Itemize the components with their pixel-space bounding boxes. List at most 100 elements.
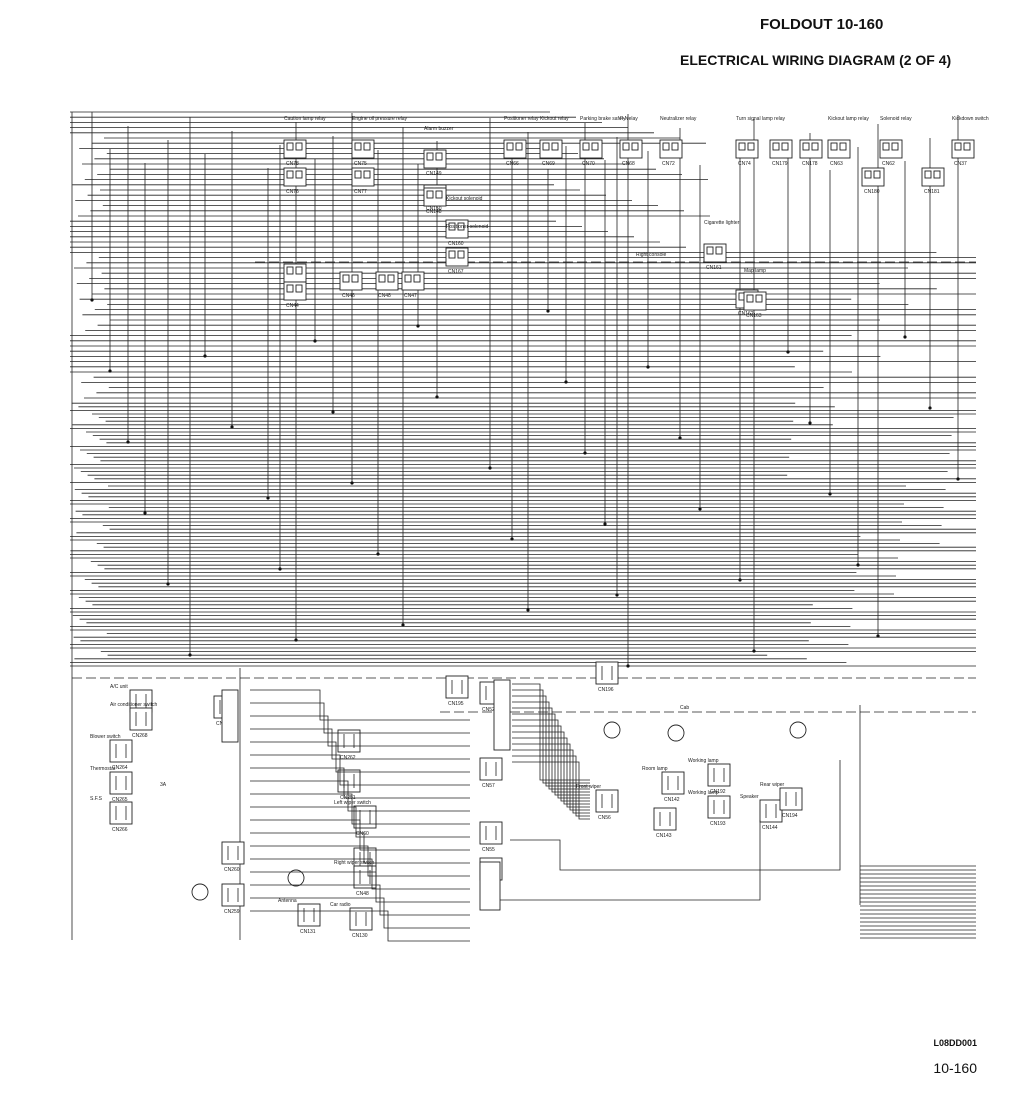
wire: [512, 737, 590, 808]
junction-dot: [603, 522, 607, 526]
coil: [891, 142, 899, 151]
junction-dot: [331, 410, 335, 414]
coil: [671, 142, 679, 151]
junction-dot: [928, 406, 932, 410]
connector-label: CN259: [224, 909, 240, 915]
wire: [250, 767, 470, 799]
connector-label: CN74: [738, 161, 751, 167]
component-label: S.F.S: [90, 796, 103, 802]
relay-cn178: CN178: [799, 139, 823, 167]
wire: [512, 749, 590, 814]
connector-label: CN144: [762, 825, 778, 831]
connector-label: CN48: [378, 293, 391, 299]
wire: [250, 819, 470, 851]
wire: [512, 719, 590, 799]
junction-dot: [435, 395, 439, 399]
connector-label: CN194: [782, 813, 798, 819]
connector-label: CN150: [426, 206, 442, 212]
right-console-label: Right console: [636, 252, 667, 258]
component-cn143: CN143: [653, 807, 677, 839]
connector-label: CN46: [342, 293, 355, 299]
coil: [413, 274, 421, 283]
coil: [963, 142, 971, 151]
connector-label: CN161: [706, 265, 722, 271]
connector-label: CN69: [542, 161, 555, 167]
vertical-wire-bundle: [71, 112, 960, 940]
component-label: Neutralizer relay: [660, 116, 697, 122]
coil: [591, 142, 599, 151]
component-label: Engine oil pressure relay: [352, 116, 408, 122]
connector-label: CN160: [448, 241, 464, 247]
coil: [747, 142, 755, 151]
component-box: [479, 821, 503, 845]
junction-dot: [752, 649, 756, 653]
component-label: Speaker: [740, 794, 759, 800]
wire: [250, 780, 470, 812]
contact: [448, 250, 456, 259]
component-box: [479, 757, 503, 781]
contact: [738, 142, 746, 151]
connector-label: CN143: [656, 833, 672, 839]
component-box: [707, 763, 731, 787]
connector-label: CN37: [954, 161, 967, 167]
component-box: [595, 661, 619, 685]
connector-label: CN66: [506, 161, 519, 167]
component-cn259: CN259: [221, 883, 245, 915]
component-label: Antenna: [278, 898, 297, 904]
drawing-code: L08DD001: [933, 1038, 977, 1048]
contact: [448, 222, 456, 231]
wire: [250, 845, 470, 877]
connector-label: CN63: [830, 161, 843, 167]
connector-block: [479, 861, 501, 911]
connector-label: CN264: [112, 765, 128, 771]
contact: [404, 274, 412, 283]
relay-cn62: CN62 Solenoid relay: [879, 116, 912, 167]
wire: [500, 820, 761, 901]
component-box: [759, 799, 783, 823]
wire: [512, 731, 590, 805]
connector-label: CN268: [132, 733, 148, 739]
junction-dot: [350, 481, 354, 485]
connector-block: [493, 679, 511, 751]
junction-dot: [856, 563, 860, 567]
junction-dot: [583, 451, 587, 455]
wire: [250, 884, 470, 916]
diagram-title: ELECTRICAL WIRING DIAGRAM (2 OF 4): [680, 52, 952, 68]
component-box: [661, 771, 685, 795]
component-label: Solenoid relay: [880, 116, 912, 122]
cab-label: Cab: [680, 705, 689, 711]
wire: [250, 741, 470, 773]
component-cn144: CN144 Speaker: [740, 794, 783, 831]
connector-label: CN60: [356, 831, 369, 837]
relay-cn180: CN180: [861, 167, 885, 195]
connector-label: CN62: [882, 161, 895, 167]
component-label: Front wiper: [576, 784, 601, 790]
connector-label: CN178: [802, 161, 818, 167]
wire: [512, 689, 590, 784]
coil: [715, 246, 723, 255]
contact: [286, 170, 294, 179]
connector-label: CN48: [356, 891, 369, 897]
component-label: Right wiper switch: [334, 860, 375, 866]
junction-dot: [626, 664, 630, 668]
coil: [839, 142, 847, 151]
wire: [250, 702, 470, 734]
connector-label: CN148: [426, 209, 442, 215]
relay-cn46: CN46: [339, 271, 363, 299]
wire: [250, 871, 470, 903]
junction-dot: [188, 653, 192, 657]
junction-dot: [278, 567, 282, 571]
motor-icon: [191, 883, 209, 901]
junction-dot: [564, 380, 568, 384]
motor-icon: [789, 721, 807, 739]
connector-label: CN78: [286, 161, 299, 167]
component-label: Thermostat: [90, 766, 116, 772]
